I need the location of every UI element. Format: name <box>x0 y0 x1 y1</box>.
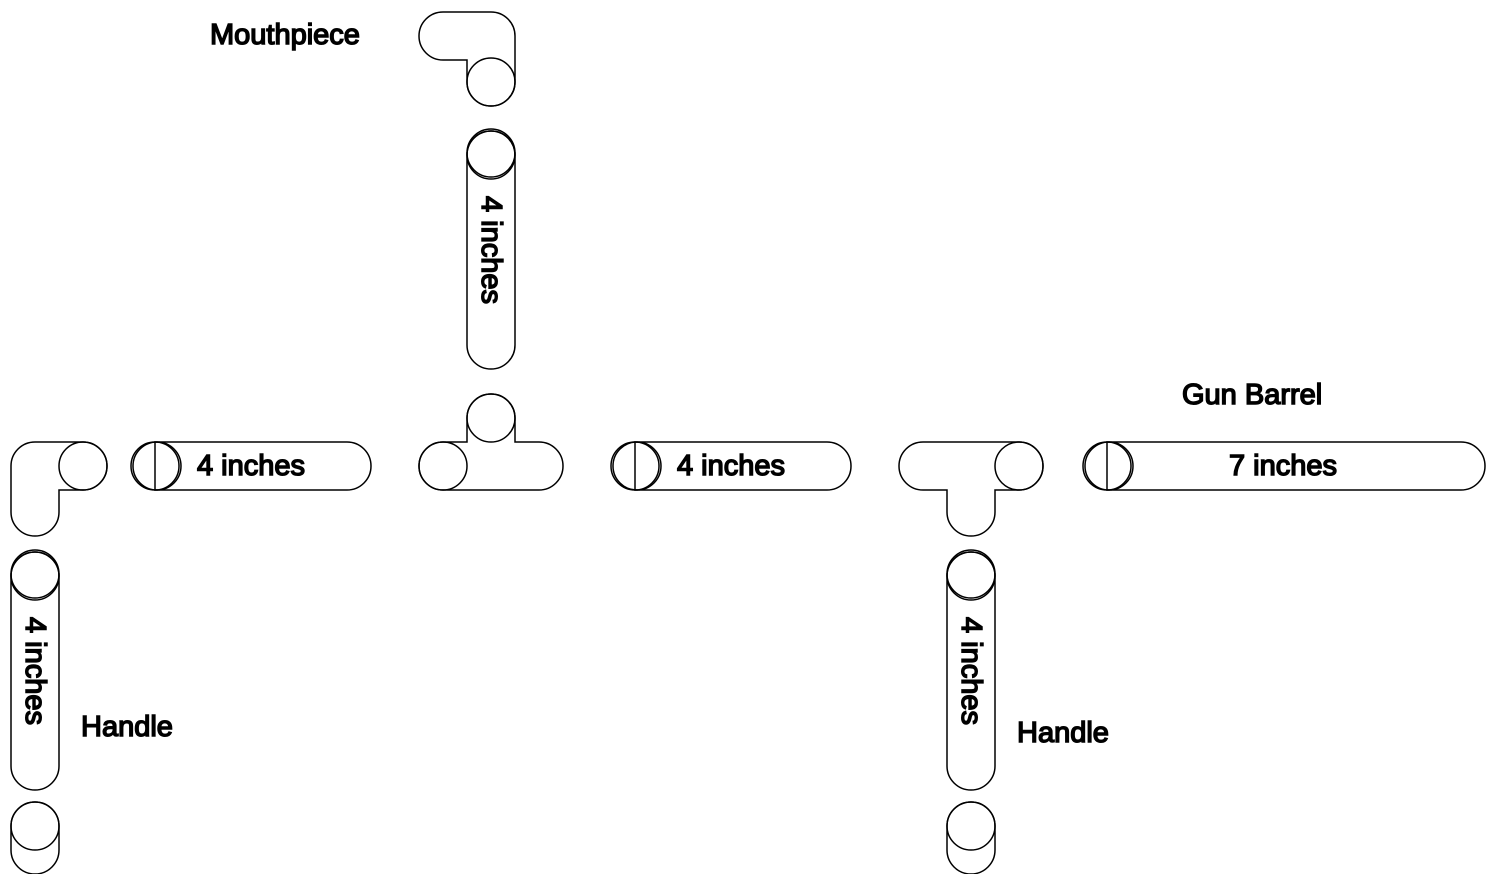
pipe-left-handle: 4 inches <box>10 549 60 791</box>
left-end-cap <box>10 801 60 874</box>
pipe-left-horizontal-label: 4 inches <box>197 450 305 482</box>
pipe-middle-horizontal: 4 inches <box>610 441 852 491</box>
pipe-gun-barrel: 7 inches <box>1082 441 1486 491</box>
pipe-right-handle-label: 4 inches <box>955 617 987 725</box>
pipe-gun-barrel-label: 7 inches <box>1229 450 1337 482</box>
mouthpiece-elbow <box>418 11 516 107</box>
pipe-middle-horizontal-label: 4 inches <box>677 450 785 482</box>
mouthpiece-label: Mouthpiece <box>210 19 360 51</box>
center-tee <box>418 393 564 491</box>
gun-barrel-label: Gun Barrel <box>1182 379 1322 411</box>
pipe-left-handle-label: 4 inches <box>19 617 51 725</box>
pipe-vertical-top-label: 4 inches <box>475 196 507 304</box>
left-elbow <box>10 441 108 537</box>
pipe-left-horizontal: 4 inches <box>130 441 372 491</box>
pipe-right-handle: 4 inches <box>946 549 996 791</box>
right-end-cap <box>946 801 996 874</box>
handle-right-label: Handle <box>1017 717 1109 749</box>
right-tee <box>898 441 1044 537</box>
handle-left-label: Handle <box>81 711 173 743</box>
pipe-vertical-top: 4 inches <box>466 128 516 370</box>
